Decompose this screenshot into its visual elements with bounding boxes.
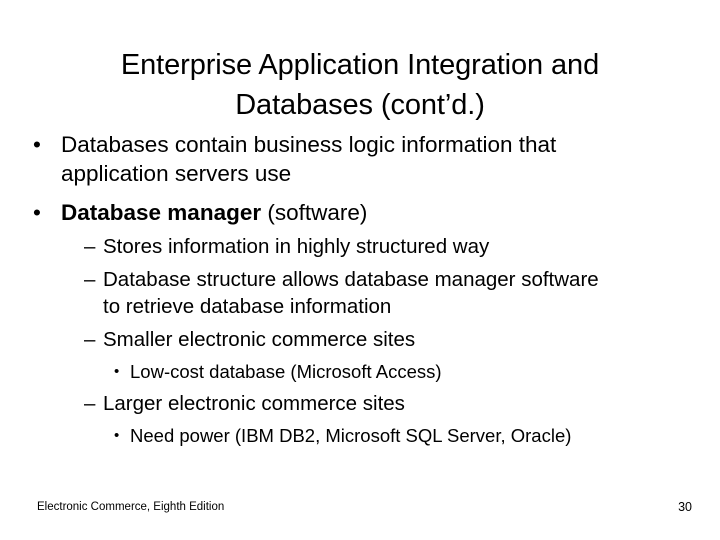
bullet-text: Need power (IBM DB2, Microsoft SQL Serve… <box>130 425 572 446</box>
bullet-level2-smaller-sites: – Smaller electronic commerce sites <box>0 326 720 353</box>
bullet-level2-stores-information: – Stores information in highly structure… <box>0 233 720 260</box>
bullet-marker-dash: – <box>84 268 96 291</box>
bullet-level3-need-power: • Need power (IBM DB2, Microsoft SQL Ser… <box>0 424 720 448</box>
bullet-text: Databases contain business logic informa… <box>61 132 557 186</box>
bullet-marker-dot: • <box>114 363 120 380</box>
footer-source-text: Electronic Commerce, Eighth Edition <box>37 501 225 513</box>
bullet-text: Database structure allows database manag… <box>103 268 599 318</box>
slide-title-line-1: Enterprise Application Integration and <box>120 49 600 82</box>
bullet-level1-database-manager: • Database manager (software) <box>0 198 720 227</box>
bullet-text: Database manager (software) <box>61 198 651 227</box>
slide-footer: Electronic Commerce, Eighth Edition 30 <box>0 494 720 540</box>
bullet-marker-dot: • <box>33 132 41 157</box>
slide-body: • Databases contain business logic infor… <box>0 130 720 448</box>
bullet-term-qualifier: (software) <box>261 200 368 225</box>
slide-title: Enterprise Application Integration and D… <box>30 45 690 125</box>
bullet-marker-dash: – <box>84 392 96 415</box>
bullet-text: Larger electronic commerce sites <box>103 392 405 415</box>
bullet-marker-dot: • <box>114 427 120 444</box>
bullet-level3-low-cost-database: • Low-cost database (Microsoft Access) <box>0 360 720 384</box>
bullet-level2-larger-sites: – Larger electronic commerce sites <box>0 390 720 417</box>
bullet-term-bold: Database manager <box>61 200 262 225</box>
bullet-level2-database-structure: – Database structure allows database man… <box>0 266 720 320</box>
slide-page-number: 30 <box>678 500 692 514</box>
slide-title-line-2: Databases (cont’d.) <box>235 89 485 122</box>
bullet-level1-databases-contain: • Databases contain business logic infor… <box>0 130 720 188</box>
bullet-text: Low-cost database (Microsoft Access) <box>130 361 442 382</box>
bullet-text: Smaller electronic commerce sites <box>103 328 416 351</box>
spacer <box>0 188 720 198</box>
bullet-text: Stores information in highly structured … <box>103 235 490 258</box>
bullet-marker-dash: – <box>84 328 96 351</box>
bullet-marker-dot: • <box>33 200 41 225</box>
bullet-marker-dash: – <box>84 235 96 258</box>
